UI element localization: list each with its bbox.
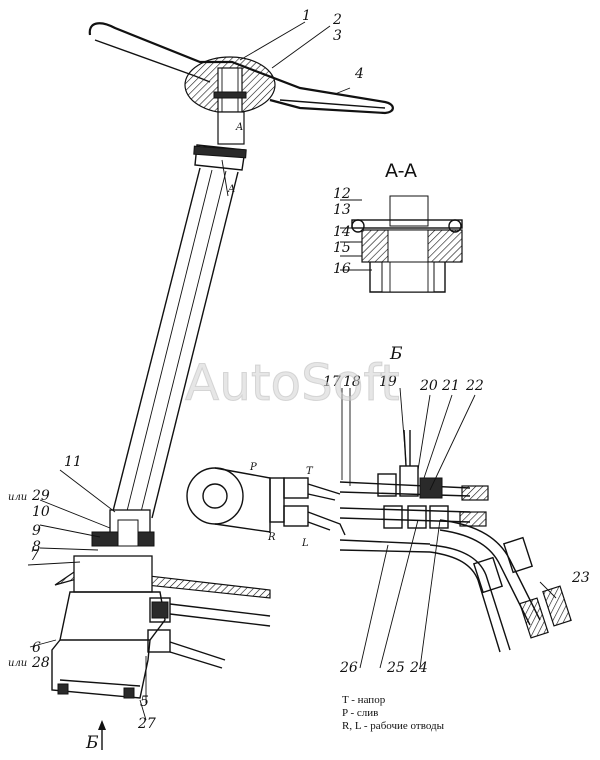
callout-8: 8 <box>32 539 41 555</box>
leader-lines <box>27 21 557 721</box>
callout-29: 29 <box>31 488 50 504</box>
callout-26: 26 <box>339 660 358 676</box>
callout-28: 28 <box>31 655 50 671</box>
callout-3: 3 <box>333 28 342 44</box>
callout-23: 23 <box>571 570 590 586</box>
callout-1: 1 <box>302 8 311 24</box>
port-p-label: P <box>249 462 257 473</box>
callout-17: 17 <box>323 374 341 390</box>
callout-14: 14 <box>333 224 351 240</box>
callout-labels: 1 2 3 4 A A 12 13 14 15 16 11 или 29 10 … <box>8 8 590 753</box>
callout-13: 13 <box>333 202 351 218</box>
callout-9: 9 <box>32 523 41 539</box>
callout-18: 18 <box>343 374 361 390</box>
port-l-label: L <box>301 538 309 549</box>
or-text-29: или <box>8 492 27 503</box>
callout-22: 22 <box>465 378 484 394</box>
callout-5: 5 <box>140 694 149 710</box>
or-text-28: или <box>8 658 27 669</box>
callout-24: 24 <box>409 660 428 676</box>
view-b-connections: Б <box>186 344 572 653</box>
steering-base-unit <box>51 509 271 699</box>
view-b-label-bottom: Б <box>85 733 99 753</box>
callout-10: 10 <box>32 504 50 520</box>
callout-4: 4 <box>354 66 364 82</box>
callout-7: 7 <box>30 548 39 564</box>
legend-item-2: P - слив <box>342 707 378 719</box>
view-b-arrow <box>98 720 106 750</box>
callout-16: 16 <box>333 261 351 277</box>
port-t-label: T <box>306 466 314 477</box>
section-mark-a-bottom: A <box>227 184 235 195</box>
callout-11: 11 <box>64 454 82 470</box>
callout-15: 15 <box>333 240 351 256</box>
callout-25: 25 <box>386 660 405 676</box>
callout-6: 6 <box>32 640 41 656</box>
steering-column <box>111 111 247 519</box>
legend-item-3: R, L - рабочие отводы <box>342 720 445 732</box>
section-a-a-view: A-A <box>340 160 463 293</box>
port-legend: T - напор P - слив R, L - рабочие отводы <box>342 694 445 732</box>
watermark: AutoSoft <box>185 354 400 412</box>
view-b-label-top: Б <box>389 344 403 364</box>
section-mark-a-top: A <box>235 122 243 133</box>
callout-21: 21 <box>441 378 460 394</box>
callout-2: 2 <box>332 12 342 28</box>
callout-20: 20 <box>419 378 438 394</box>
section-title: A-A <box>385 160 417 182</box>
port-r-label: R <box>267 532 276 543</box>
callout-12: 12 <box>333 186 351 202</box>
legend-item-1: T - напор <box>342 694 386 706</box>
callout-27: 27 <box>137 716 156 732</box>
callout-19: 19 <box>379 374 397 390</box>
steering-wheel <box>88 22 394 115</box>
